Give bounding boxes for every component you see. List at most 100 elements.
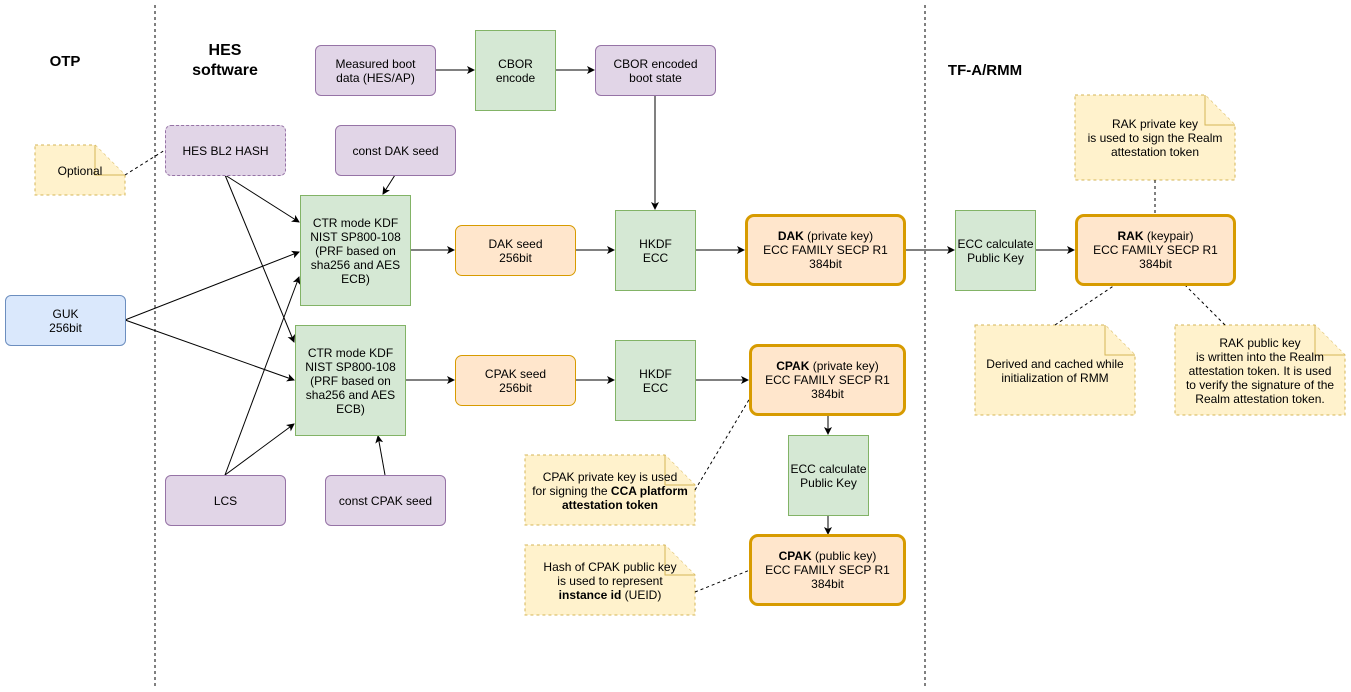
note-derived-line1: Derived and cached while bbox=[986, 356, 1124, 371]
header-hes-line1: HES bbox=[208, 42, 242, 59]
kdf-cpak-line4: sha256 and AES bbox=[305, 387, 396, 402]
dak-key-line2: ECC FAMILY SECP R1 bbox=[763, 243, 888, 257]
const-cpak-seed-label: const CPAK seed bbox=[338, 493, 433, 508]
link-cpak-hash bbox=[694, 569, 751, 593]
hkdf-cpak-line2: ECC bbox=[642, 380, 669, 395]
note-derived-shape bbox=[974, 324, 1136, 416]
header-hes-line2: software bbox=[192, 62, 258, 79]
dak-key-line1: DAK (private key) bbox=[748, 229, 903, 243]
note-derived-line2: initialization of RMM bbox=[1001, 370, 1109, 385]
const-dak-seed-label: const DAK seed bbox=[352, 143, 439, 158]
ecc-calc-cpak-line2: Public Key bbox=[800, 475, 857, 490]
kdf-dak-line2: NIST SP800-108 bbox=[310, 229, 401, 244]
note-rak-private-line2: is used to sign the Realm bbox=[1087, 131, 1223, 145]
arrow-lcs-to-kdf-cpak bbox=[224, 423, 295, 476]
ecc-calc-dak-line1: ECC calculate bbox=[957, 236, 1034, 251]
measured-boot-line2: data (HES/AP) bbox=[336, 70, 415, 85]
ecc-calc-cpak-line1: ECC calculate bbox=[790, 461, 867, 476]
dak-key-name: DAK bbox=[777, 229, 804, 243]
cpak-priv-line2: ECC FAMILY SECP R1 bbox=[765, 373, 890, 387]
note-optional-text: Optional bbox=[57, 163, 103, 178]
dak-seed-line1: DAK seed bbox=[488, 236, 543, 251]
cbor-state-line2: boot state bbox=[629, 70, 682, 85]
note-cpak-private-line2-pre: for signing the bbox=[532, 483, 611, 498]
header-tfa-rmm: TF-A/RMM bbox=[947, 62, 1023, 79]
kdf-dak-line5: ECB) bbox=[341, 271, 370, 286]
note-shapes bbox=[34, 94, 1346, 616]
rak-keypair: RAK (keypair) ECC FAMILY SECP R1 384bit bbox=[1075, 214, 1236, 286]
note-rak-public-line4: to verify the signature of the bbox=[1185, 377, 1335, 392]
lcs: LCS bbox=[165, 475, 286, 526]
guk-line2: 256bit bbox=[49, 320, 82, 335]
cbor-state-line1: CBOR encoded bbox=[613, 56, 698, 71]
hkdf-dak-line1: HKDF bbox=[639, 236, 672, 251]
cpak-priv-type: (private key) bbox=[809, 359, 879, 373]
cpak-priv-line3: 384bit bbox=[811, 387, 844, 401]
arrow-hash-to-kdf-cpak bbox=[224, 174, 296, 343]
kdf-dak-line3: (PRF based on bbox=[315, 243, 396, 258]
note-cpak-hash-line3-rest: (UEID) bbox=[621, 587, 662, 602]
cpak-priv-line1: CPAK (private key) bbox=[752, 359, 903, 373]
const-cpak-seed: const CPAK seed bbox=[325, 475, 446, 526]
arrow-dakseed-const bbox=[382, 174, 396, 195]
kdf-dak-line4: sha256 and AES bbox=[310, 257, 401, 272]
dak-key-line3: 384bit bbox=[809, 257, 842, 271]
note-rak-private: RAK private key is used to sign the Real… bbox=[1075, 95, 1235, 181]
header-hes: HES software bbox=[170, 41, 280, 81]
cpak-pub-line3: 384bit bbox=[811, 577, 844, 591]
note-cpak-hash-line1: Hash of CPAK public key bbox=[543, 559, 677, 574]
arrow-guk-to-kdf-dak bbox=[124, 250, 300, 321]
note-rak-private-shape bbox=[1074, 94, 1236, 181]
note-cpak-private-line2: for signing the CCA platform bbox=[525, 484, 695, 498]
dak-key-type: (private key) bbox=[803, 229, 874, 243]
kdf-dak: CTR mode KDF NIST SP800-108 (PRF based o… bbox=[300, 195, 411, 306]
measured-boot-line1: Measured boot bbox=[335, 56, 416, 71]
kdf-cpak-line2: NIST SP800-108 bbox=[305, 359, 396, 374]
ecc-calc-dak-line2: Public Key bbox=[967, 250, 1024, 265]
kdf-cpak-line3: (PRF based on bbox=[310, 373, 391, 388]
link-derived bbox=[1054, 284, 1116, 326]
link-optional-hash bbox=[124, 149, 166, 176]
link-rak-public bbox=[1184, 284, 1226, 326]
cpak-seed-line2: 256bit bbox=[499, 380, 532, 395]
arrow-hash-to-kdf-dak bbox=[224, 174, 300, 223]
note-optional: Optional bbox=[35, 145, 125, 196]
const-dak-seed: const DAK seed bbox=[335, 125, 456, 176]
note-rak-public-line3: attestation token. It is used bbox=[1188, 363, 1332, 378]
kdf-cpak-line1: CTR mode KDF bbox=[307, 345, 394, 360]
kdf-dak-line1: CTR mode KDF bbox=[312, 215, 399, 230]
rak-key-line1: RAK (keypair) bbox=[1078, 229, 1233, 243]
cpak-pub-name: CPAK bbox=[778, 549, 812, 563]
arrow-lcs-to-kdf-dak bbox=[224, 276, 301, 476]
note-cpak-private-shape bbox=[524, 454, 696, 526]
rak-key-line3: 384bit bbox=[1139, 257, 1172, 271]
cpak-public-key: CPAK (public key) ECC FAMILY SECP R1 384… bbox=[749, 534, 906, 606]
note-cpak-private-line1: CPAK private key is used bbox=[542, 469, 678, 484]
cpak-priv-name: CPAK bbox=[776, 359, 810, 373]
cbor-encode-line2: encode bbox=[495, 70, 536, 85]
note-cpak-private: CPAK private key is used for signing the… bbox=[525, 455, 695, 526]
guk-line1: GUK bbox=[52, 306, 79, 321]
cbor-encode-line1: CBOR bbox=[498, 56, 533, 71]
hkdf-dak-line2: ECC bbox=[642, 250, 669, 265]
note-rak-public-line5: Realm attestation token. bbox=[1195, 391, 1325, 406]
kdf-cpak-line5: ECB) bbox=[336, 401, 365, 416]
note-cpak-private-line3-bold: attestation token bbox=[561, 497, 658, 512]
arrow-const-cpak-to-kdf bbox=[375, 435, 386, 476]
note-rak-private-line1: RAK private key bbox=[1111, 117, 1199, 131]
header-otp: OTP bbox=[49, 53, 81, 70]
note-cpak-hash-line3: instance id (UEID) bbox=[525, 588, 695, 602]
note-rak-public: RAK public key is written into the Realm… bbox=[1175, 325, 1345, 416]
rak-key-line2: ECC FAMILY SECP R1 bbox=[1093, 243, 1218, 257]
cpak-pub-line1: CPAK (public key) bbox=[752, 549, 903, 563]
